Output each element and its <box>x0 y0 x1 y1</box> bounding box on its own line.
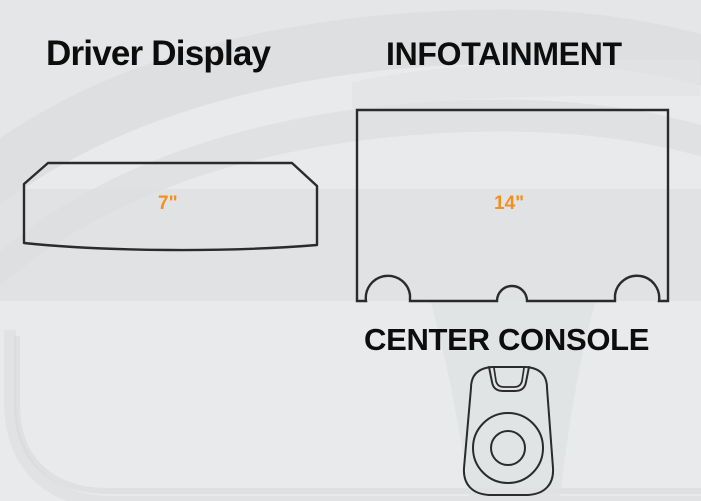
panel-title-driver-display: Driver Display <box>46 34 271 73</box>
infotainment-screen-outline-icon <box>355 108 670 303</box>
dimension-label-driver-display: 7" <box>158 193 178 214</box>
center-console-outline-icon <box>462 366 555 496</box>
rotary-dial-icon <box>472 412 544 484</box>
panel-title-infotainment: INFOTAINMENT <box>386 36 622 72</box>
panel-title-center-console: CENTER CONSOLE <box>364 322 650 357</box>
center-notch-icon <box>488 366 530 392</box>
driver-display-outline-icon <box>22 161 319 252</box>
dimension-label-infotainment: 14" <box>494 193 525 214</box>
